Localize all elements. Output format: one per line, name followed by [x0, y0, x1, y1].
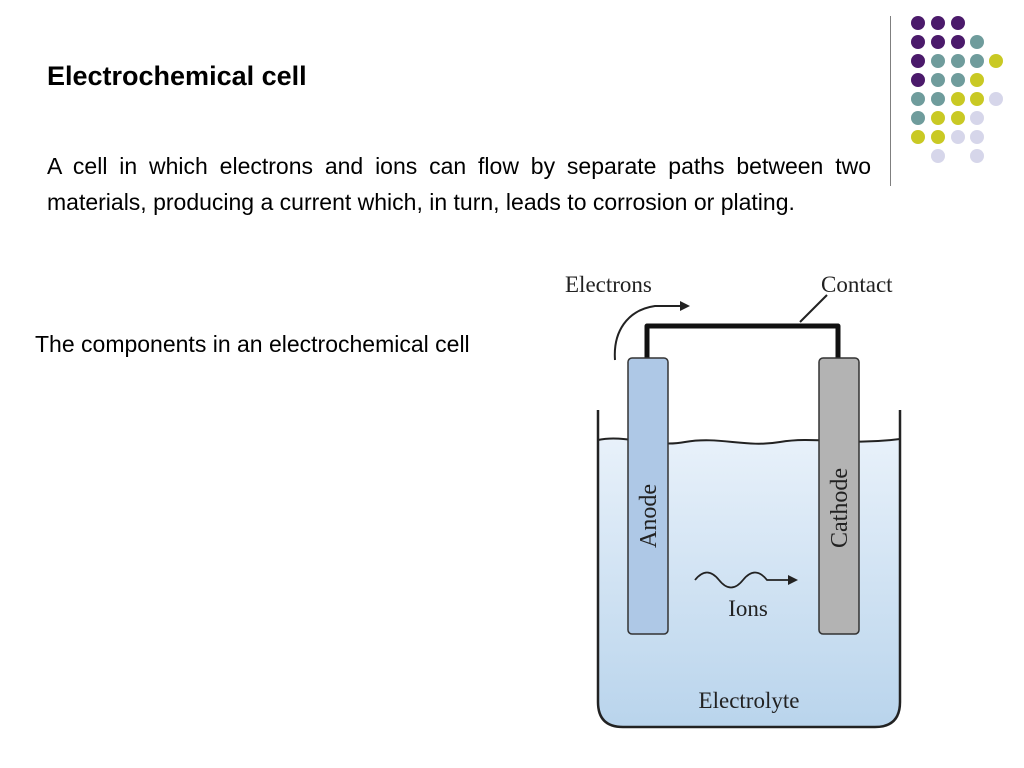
decorative-dot: [970, 149, 984, 163]
decorative-dot: [911, 111, 925, 125]
anode-electrode: [627, 357, 669, 635]
decorative-dot: [970, 111, 984, 125]
divider-line: [890, 16, 891, 186]
decorative-dot: [911, 73, 925, 87]
definition-text: A cell in which electrons and ions can f…: [47, 153, 871, 215]
decorative-dot: [970, 35, 984, 49]
decorative-dot: [970, 130, 984, 144]
decorative-dot: [911, 130, 925, 144]
decorative-dot: [951, 92, 965, 106]
anode-label: Anode: [636, 484, 662, 548]
decorative-dot: [951, 35, 965, 49]
ion-flow-arrow: [694, 571, 798, 589]
decorative-dot: [951, 16, 965, 30]
ions-label: Ions: [728, 596, 768, 621]
decorative-dot-grid: [911, 16, 1003, 163]
slide-title: Electrochemical cell: [47, 61, 307, 91]
decorative-dot: [931, 149, 945, 163]
decorative-dot: [931, 35, 945, 49]
decorative-dot: [989, 92, 1003, 106]
electrolyte-label: Electrolyte: [699, 688, 800, 713]
diagram-caption: The components in an electrochemical cel…: [35, 331, 470, 357]
contact-wire: [644, 323, 841, 358]
decorative-dot: [931, 16, 945, 30]
cathode-label: Cathode: [827, 468, 853, 548]
decorative-dot: [911, 16, 925, 30]
decorative-dot: [970, 54, 984, 68]
decorative-dot: [931, 73, 945, 87]
decorative-dot: [951, 130, 965, 144]
decorative-dot: [931, 130, 945, 144]
decorative-dot: [970, 73, 984, 87]
decorative-dot: [970, 92, 984, 106]
decorative-dot: [911, 54, 925, 68]
cathode-electrode: [818, 357, 860, 635]
contact-leader-line: [799, 294, 828, 323]
beaker: [596, 410, 902, 729]
electrochemical-cell-diagram: Electrons Contact Anode Cathode Ions Ele…: [565, 272, 902, 729]
electrons-label: Electrons: [565, 272, 652, 297]
electron-flow-arrow: [613, 301, 690, 361]
decorative-dot: [911, 35, 925, 49]
contact-label: Contact: [821, 272, 893, 297]
decorative-dot: [951, 54, 965, 68]
decorative-dot: [951, 73, 965, 87]
decorative-dot: [911, 92, 925, 106]
decorative-dot: [931, 111, 945, 125]
decorative-dot: [931, 54, 945, 68]
decorative-dot: [951, 111, 965, 125]
decorative-dot: [989, 54, 1003, 68]
decorative-dot: [931, 92, 945, 106]
